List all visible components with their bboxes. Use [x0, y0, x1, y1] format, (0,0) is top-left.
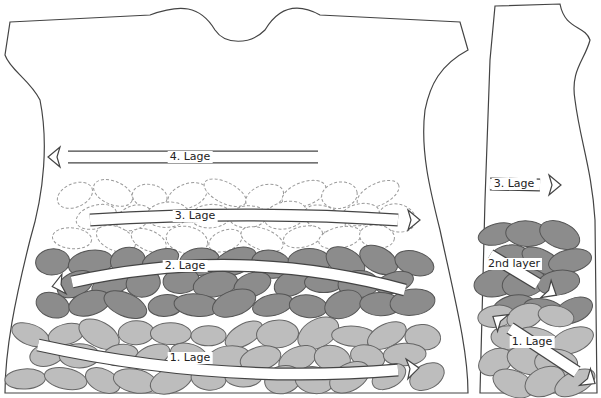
leather-piece — [191, 326, 226, 346]
layer-label: 2. Lage — [163, 260, 208, 272]
arrow-shaft — [72, 265, 405, 290]
leather-piece — [52, 226, 93, 250]
layer-label: 1. Lage — [510, 336, 555, 348]
arrow-outline — [510, 328, 577, 372]
layer-label: 4. Lage — [168, 151, 213, 163]
leather-piece — [256, 319, 300, 350]
leather-piece — [288, 293, 328, 320]
arrow-shaft — [68, 152, 318, 163]
leather-piece — [536, 302, 575, 329]
arrow-shaft — [90, 215, 398, 220]
arrow-outline — [38, 345, 398, 374]
arrow-shaft — [510, 328, 577, 372]
leather-piece — [405, 357, 449, 396]
leather-piece — [250, 290, 295, 320]
arrow-shaft — [38, 345, 398, 374]
leather-piece — [150, 322, 191, 345]
arrow-head — [580, 369, 601, 392]
leather-piece — [118, 320, 155, 345]
layer-label: 3. Lage — [492, 178, 537, 190]
arrow-head — [406, 358, 420, 379]
arrow-outline — [68, 151, 318, 164]
layer-label: 2nd layer — [486, 258, 542, 270]
leather-piece — [383, 342, 427, 367]
leather-piece — [100, 285, 151, 324]
half-hide-outline — [480, 4, 597, 393]
full-hide-outline — [5, 8, 468, 393]
layer-label: 1. Lage — [168, 352, 213, 364]
arrow-outline — [72, 265, 405, 290]
layer-label: 3. Lage — [173, 210, 218, 222]
arrow-head — [541, 280, 562, 303]
arrow-head — [487, 308, 508, 331]
arrow-outline — [90, 215, 398, 220]
arrow-head — [50, 274, 66, 296]
leather-piece — [281, 222, 324, 251]
arrow-head — [549, 175, 561, 195]
leather-piece — [35, 247, 71, 276]
leather-piece — [32, 288, 73, 323]
leather-piece — [4, 368, 46, 391]
leather-piece — [209, 284, 260, 323]
arrow-head — [408, 210, 420, 230]
leather-piece — [42, 364, 89, 393]
arrow-head — [48, 147, 60, 167]
leather-piece — [536, 267, 582, 298]
